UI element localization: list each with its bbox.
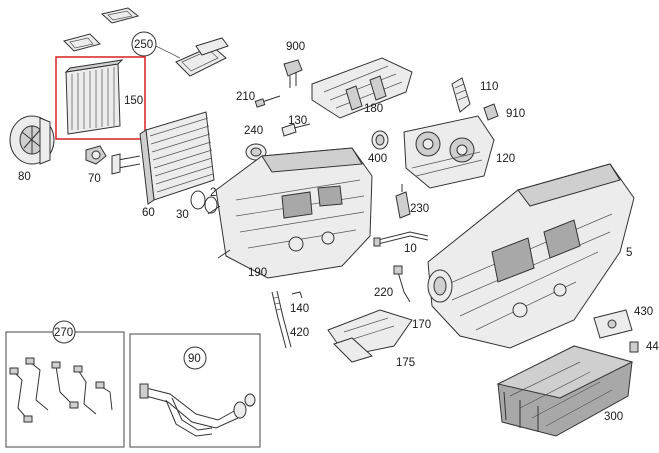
o-ring-20 [204,196,218,214]
label-430: 430 [634,306,653,318]
label-210: 210 [236,91,255,103]
label-130: 130 [288,115,307,127]
label-150: 150 [124,95,143,107]
wiring-harness-270 [9,357,113,423]
blower-motor-120 [403,115,495,189]
label-180: 180 [364,103,383,115]
label-175: 175 [396,357,415,369]
label-120: 120 [496,153,515,165]
label-60: 60 [142,207,155,219]
sensor-220 [393,265,411,303]
blower-cover [9,115,55,165]
label-70: 70 [88,173,101,185]
label-300: 300 [604,411,623,423]
hvac-housing-right [427,163,635,349]
air-duct-180 [311,57,413,119]
seal-gaskets [63,7,229,77]
hvac-housing-left [207,147,373,279]
label-900: 900 [286,41,305,53]
label-270: 270 [54,327,73,339]
inset-box-90 [129,333,261,448]
label-10: 190 [248,267,267,279]
heater-core [111,111,215,205]
valve-190 [395,184,411,219]
label-170: 170 [412,319,431,331]
pipe-230 [373,231,429,247]
highlight-frame-150 [55,56,146,140]
label-910: 910 [506,108,525,120]
floor-panel-175 [327,309,413,363]
cabin-filter [64,59,124,135]
o-ring-30 [190,190,206,210]
label-90: 90 [188,353,201,365]
fitting-240 [245,143,267,161]
lower-case-300 [496,345,634,437]
callout-circle-250 [131,31,157,57]
callout-circle-90 [183,346,207,370]
label-44: 44 [646,341,659,353]
label-420: 420 [290,327,309,339]
screw-130 [281,123,311,137]
drain-hose-420 [271,290,292,349]
actuator-70 [85,145,107,165]
label-220: 220 [374,287,393,299]
label-230: 10 [404,243,417,255]
callout-circle-270 [52,320,76,344]
label-250: 250 [134,39,153,51]
label-5: 5 [626,247,632,259]
label-30: 30 [176,209,189,221]
control-unit-110 [451,77,471,113]
connector-910 [483,103,499,121]
label-400: 400 [368,153,387,165]
hose-set-90 [139,383,256,437]
module-430 [593,309,633,339]
label-140: 140 [290,303,309,315]
sensor-210 [254,95,281,108]
label-240: 240 [244,125,263,137]
label-110: 110 [480,81,498,93]
grommet-400 [371,130,389,150]
clip-900 [283,59,303,88]
label-80: 80 [18,171,31,183]
plug-44 [629,341,639,353]
label-190: 230 [410,203,429,215]
clip-140 [291,291,303,299]
